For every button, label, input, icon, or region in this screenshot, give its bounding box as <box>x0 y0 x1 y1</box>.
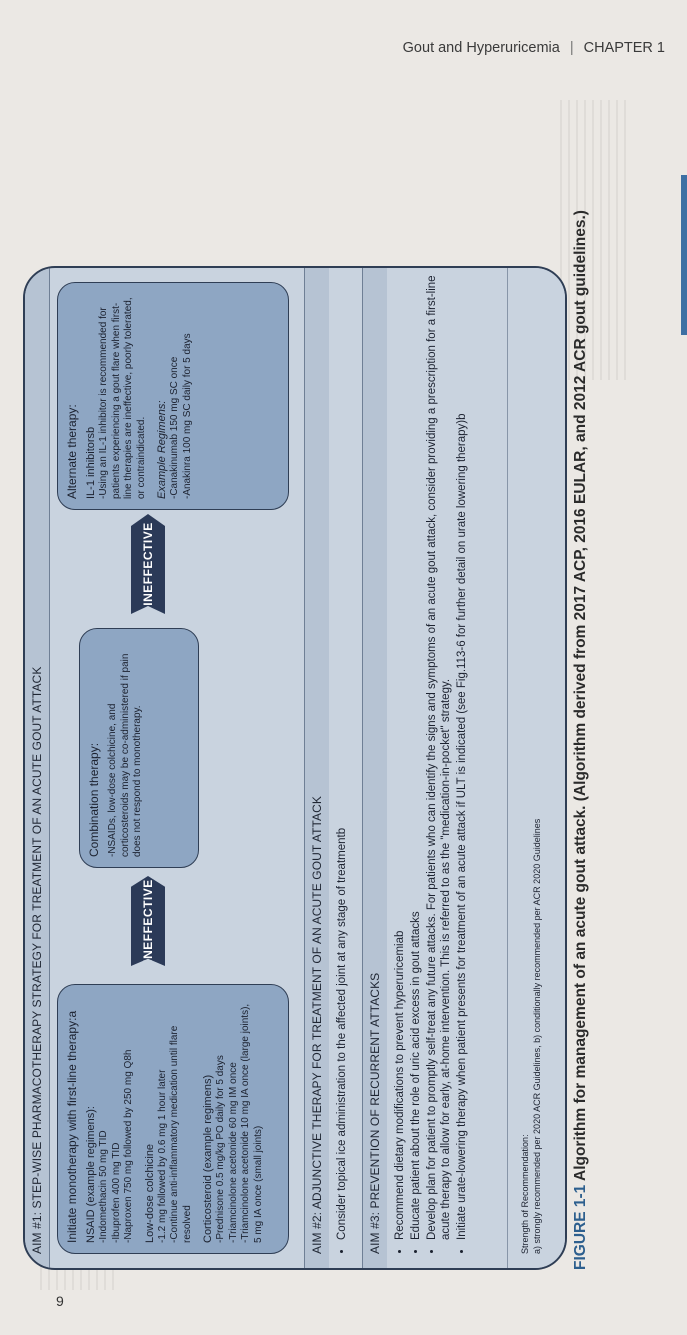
rotated-figure-page: AIM #1: STEP-WISE PHARMACOTHERAPY STRATE… <box>23 90 623 1270</box>
aim2-bullet: Consider topical ice administration to t… <box>335 268 349 1240</box>
recommendation-strength-footer: Strength of Recommendation: a) strongly … <box>507 268 566 1268</box>
colchicine-heading: Low-dose colchicine <box>143 1143 156 1243</box>
aim3-panel: Recommend dietary modifications to preve… <box>387 268 507 1268</box>
footer-text: a) strongly recommended per 2020 ACR Gui… <box>532 818 542 1254</box>
corticosteroid-group: Corticosteroid (example regimens) -Predn… <box>202 995 265 1243</box>
footer-heading: Strength of Recommendation: <box>520 1134 530 1254</box>
figure-caption: FIGURE 1-1 Algorithm for management of a… <box>571 90 591 1270</box>
alternate-therapy-box: Alternate therapy: IL-1 inhibitorsb -Usi… <box>57 282 289 510</box>
colchicine-regimen: -Continue anti-inflammatory medication u… <box>169 1025 193 1243</box>
chapter-side-tab <box>681 175 687 335</box>
corticosteroid-heading: Corticosteroid (example regimens) <box>202 1074 214 1243</box>
corticosteroid-regimen: -Triamcinolone acetonide 10 mg IA once (… <box>240 1003 251 1243</box>
aim1-heading: AIM #1: STEP-WISE PHARMACOTHERAPY STRATE… <box>25 268 50 1268</box>
combination-title: Combination therapy: <box>87 742 101 857</box>
aim3-bullet: Develop plan for patient to promptly sel… <box>425 268 453 1240</box>
nsaid-regimen: -Ibuprofen 400 mg TID <box>110 1142 122 1243</box>
nsaid-heading: NSAID (example regimens): <box>85 1106 97 1243</box>
colchicine-regimen: -1.2 mg followed by 0.6 mg 1 hour later <box>156 1069 168 1243</box>
chapter-label: CHAPTER 1 <box>583 40 665 56</box>
colchicine-group: Low-dose colchicine -1.2 mg followed by … <box>144 995 195 1243</box>
example-regimens-group: Example Regimens: -Canakinumab 150 mg SC… <box>156 293 194 499</box>
header-separator: | <box>569 40 574 56</box>
nsaid-group: NSAID (example regimens): -Indomethacin … <box>85 995 136 1243</box>
page-number: 9 <box>56 1293 64 1309</box>
aim3-bullet: Initiate urate-lowering therapy when pat… <box>455 268 469 1240</box>
nsaid-regimen: -Naproxen 750 mg followed by 250 mg Q8h <box>123 1049 134 1243</box>
bleed-through-text <box>560 100 630 380</box>
ineffective-arrow: INEFFECTIVE <box>131 514 165 614</box>
aim3-bullet: Recommend dietary modifications to preve… <box>393 268 407 1240</box>
running-head: Gout and Hyperuricemia | CHAPTER 1 <box>403 40 665 56</box>
example-regimens-heading: Example Regimens: <box>156 400 168 499</box>
ineffective-arrow: INEFFECTIVE <box>131 876 165 966</box>
aim1-panel: Initiate monotherapy with first-line the… <box>49 268 304 1268</box>
combination-therapy-box: Combination therapy: -NSAIDs, low-dose c… <box>79 628 199 868</box>
figure-label: FIGURE 1-1 <box>572 1184 589 1270</box>
aim2-heading: AIM #2: ADJUNCTIVE THERAPY FOR TREATMENT… <box>304 268 330 1268</box>
figure-caption-text: Algorithm for management of an acute gou… <box>572 210 589 1181</box>
section-title: Gout and Hyperuricemia <box>402 40 560 56</box>
il1-group: IL-1 inhibitorsb -Using an IL-1 inhibito… <box>85 293 148 499</box>
nsaid-regimen: -Indomethacin 50 mg TID <box>98 1130 109 1243</box>
corticosteroid-regimen: -Triamcinolone acetonide 60 mg IM once <box>227 1062 239 1243</box>
corticosteroid-regimen: -Prednisone 0.5 mg/kg PO daily for 5 day… <box>215 1055 226 1243</box>
first-line-therapy-box: Initiate monotherapy with first-line the… <box>57 984 289 1254</box>
aim3-heading: AIM #3: PREVENTION OF RECURRENT ATTACKS <box>362 268 388 1268</box>
il1-regimen: -Anakinra 100 mg SC daily for 5 days <box>181 333 193 499</box>
combination-text: -NSAIDs, low-dose colchicine, and cortic… <box>107 653 143 857</box>
il1-text: -Using an IL-1 inhibitor is recommended … <box>98 297 147 499</box>
il1-regimen: -Canakinumab 150 mg SC once <box>169 356 180 499</box>
il1-heading: IL-1 inhibitorsb <box>85 426 97 499</box>
corticosteroid-regimen: 5 mg IA once (small joints) <box>252 1125 264 1243</box>
aim2-panel: Consider topical ice administration to t… <box>329 268 362 1268</box>
aim3-bullet: Educate patient about the role of uric a… <box>409 268 423 1240</box>
alternate-title: Alternate therapy: <box>65 404 79 499</box>
first-line-title: Initiate monotherapy with first-line the… <box>65 1010 79 1243</box>
gout-algorithm-figure: AIM #1: STEP-WISE PHARMACOTHERAPY STRATE… <box>23 266 567 1270</box>
